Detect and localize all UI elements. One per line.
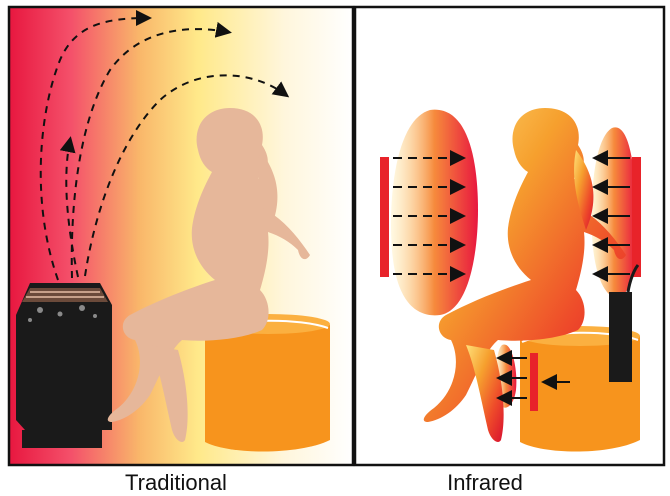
caption-traditional: Traditional [76,470,276,496]
heater-icon [16,283,112,448]
infrared-heat-field-left [391,110,478,316]
caption-infrared: Infrared [385,470,585,496]
infrared-emitter [530,353,538,411]
infrared-emitter [380,157,389,277]
infrared-heat-field-right [592,127,637,298]
infrared-emitter [632,157,641,277]
